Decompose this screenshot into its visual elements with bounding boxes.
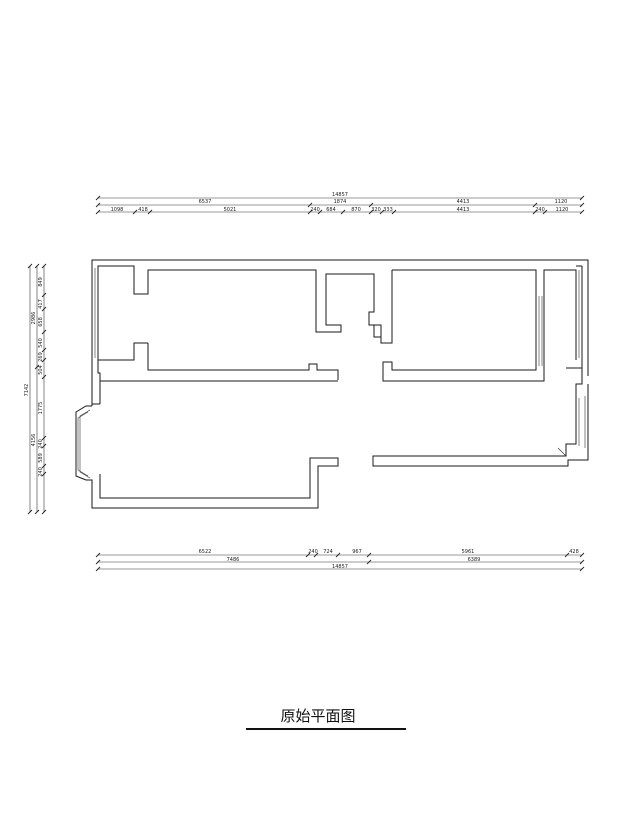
dim-top-row2: 240: [310, 207, 320, 213]
dim-top-row2: 1098: [111, 207, 124, 213]
dim-top-row1: 6537: [199, 199, 212, 205]
dim-top-row1: 1874: [334, 199, 347, 205]
left-dimension-chain: 7142 2986 4156 849 417 658 540 269 504 1…: [24, 263, 47, 515]
dim-top-row2: 320: [371, 207, 381, 213]
dim-top-row2: 4413: [457, 207, 470, 213]
dim-bottom-row1: 724: [323, 549, 333, 555]
dim-bottom-row2: 7486: [227, 557, 240, 563]
dim-left-row1: 4156: [31, 434, 37, 447]
dim-top-row2: 684: [326, 207, 336, 213]
dim-top-row2: 1120: [556, 207, 569, 213]
dim-bottom-row1: 967: [352, 549, 362, 555]
bottom-dimension-chain: 6522 240 724 967 5961 428 7486 6389 1485…: [95, 549, 585, 572]
dim-top-row2: 240: [535, 207, 545, 213]
dim-left-row2: 269: [38, 352, 44, 362]
dim-top-row2: 333: [383, 207, 393, 213]
dim-top-row1: 4413: [457, 199, 470, 205]
dim-left-row2: 589: [38, 453, 44, 463]
dim-bottom-total: 14857: [332, 564, 348, 570]
dim-left-row2: 1775: [38, 402, 44, 415]
dim-left-row2: 417: [38, 299, 44, 309]
dim-left-row2: 504: [38, 365, 44, 375]
dim-left-row2: 540: [38, 338, 44, 348]
dim-bottom-row1: 240: [308, 549, 318, 555]
dim-top-row2: 870: [351, 207, 361, 213]
dim-bottom-row2: 6389: [468, 557, 481, 563]
drawing-title: 原始平面图: [280, 707, 355, 725]
dim-top-row2: 418: [138, 207, 148, 213]
dim-left-row2: 849: [38, 277, 44, 287]
dim-bottom-row1: 6522: [199, 549, 212, 555]
dim-top-row1: 1120: [555, 199, 568, 205]
dim-left-row2: 658: [38, 317, 44, 327]
walls: [75, 259, 589, 509]
top-dimension-chain: 14857 6537 1874 4413 1120 1098 418 5021 …: [95, 192, 585, 215]
drawing-title-block: 原始平面图: [246, 707, 406, 730]
dim-left-total: 7142: [24, 384, 30, 397]
dim-top-total: 14857: [332, 192, 348, 198]
dim-top-row2: 5021: [224, 207, 237, 213]
dim-left-row1: 2986: [31, 312, 37, 325]
dim-bottom-row1: 5961: [462, 549, 475, 555]
dim-left-row2: 240: [38, 439, 44, 449]
dim-bottom-row1: 428: [569, 549, 579, 555]
dim-left-row2: 240: [38, 467, 44, 477]
